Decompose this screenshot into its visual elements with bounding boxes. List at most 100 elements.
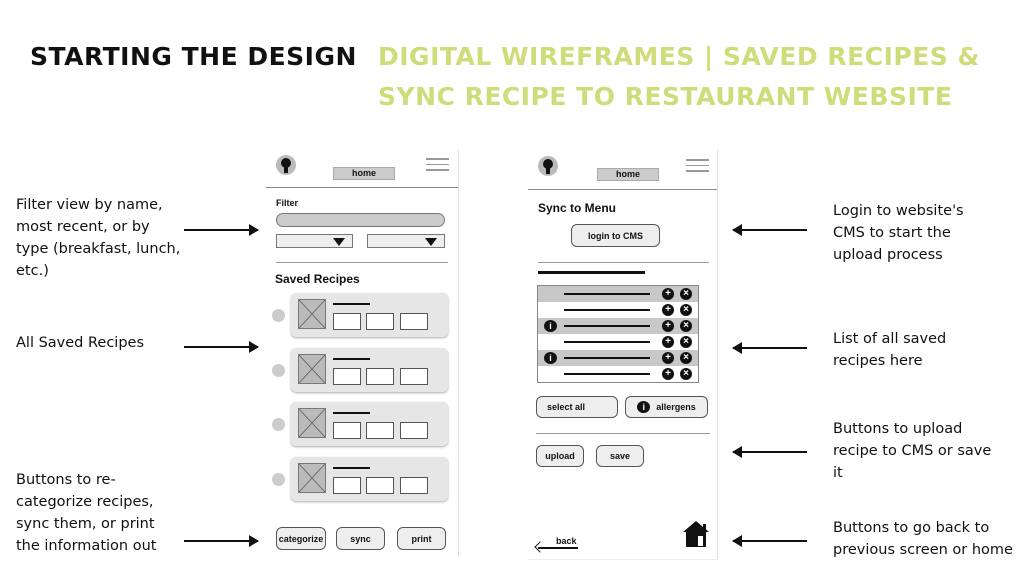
info-icon[interactable]: i (544, 352, 557, 364)
recipe-name-line (564, 357, 650, 359)
recipe-detail-box (366, 422, 394, 439)
title-main: STARTING THE DESIGN (30, 42, 357, 71)
recipe-card[interactable] (291, 293, 448, 337)
arrow-left-icon (732, 224, 807, 236)
divider (538, 262, 709, 263)
recipe-detail-box (366, 313, 394, 330)
arrow-left-icon (732, 446, 807, 458)
arrow-left-icon (732, 342, 807, 354)
recipe-detail-box (400, 368, 428, 385)
arrow-right-icon (184, 341, 259, 353)
add-icon[interactable]: + (662, 304, 674, 316)
section-heading-line (538, 271, 645, 274)
recipe-select-radio[interactable] (272, 418, 285, 431)
wireframe-sync-menu: home Sync to Menu login to CMS + × + × i… (528, 150, 718, 560)
list-item[interactable]: + × (538, 366, 698, 382)
save-button[interactable]: save (596, 445, 644, 467)
allergens-button[interactable]: i allergens (625, 396, 708, 418)
title-sub-2: SYNC RECIPE TO RESTAURANT WEBSITE (378, 82, 953, 111)
recipe-name-line (564, 309, 650, 311)
remove-icon[interactable]: × (680, 336, 692, 348)
sync-title: Sync to Menu (538, 201, 617, 215)
filter-input[interactable] (276, 213, 445, 227)
recipe-detail-box (333, 313, 361, 330)
filter-dropdown-1[interactable] (276, 234, 353, 248)
recipe-card[interactable] (291, 348, 448, 392)
divider (266, 187, 458, 188)
home-icon[interactable] (683, 520, 710, 548)
note-nav: Buttons to go back to previous screen or… (833, 520, 1013, 558)
note-saved: All Saved Recipes (16, 335, 145, 351)
recipe-card[interactable] (291, 402, 448, 446)
back-link[interactable]: back (534, 534, 578, 553)
add-icon[interactable]: + (662, 288, 674, 300)
note-buttons: Buttons to re-categorize recipes, sync t… (16, 472, 157, 554)
hamburger-menu-icon[interactable] (686, 159, 709, 176)
image-placeholder-icon (298, 354, 326, 384)
remove-icon[interactable]: × (680, 320, 692, 332)
recipe-select-radio[interactable] (272, 364, 285, 377)
recipe-name-line (564, 373, 650, 375)
back-arrow-icon (538, 547, 578, 549)
recipe-select-radio[interactable] (272, 309, 285, 322)
recipe-name-line (564, 341, 650, 343)
remove-icon[interactable]: × (680, 304, 692, 316)
recipe-name-line (564, 325, 650, 327)
recipe-title-line (333, 467, 370, 469)
remove-icon[interactable]: × (680, 288, 692, 300)
divider (276, 262, 448, 263)
recipe-name-line (564, 293, 650, 295)
note-login: Login to website's CMS to start the uplo… (833, 203, 964, 263)
list-item[interactable]: + × (538, 302, 698, 318)
back-label: back (556, 536, 577, 546)
list-item[interactable]: + × (538, 334, 698, 350)
home-link[interactable]: home (333, 167, 395, 180)
filter-dropdown-2[interactable] (367, 234, 445, 248)
saved-recipes-title: Saved Recipes (275, 272, 360, 286)
info-icon[interactable]: i (544, 320, 557, 332)
image-placeholder-icon (298, 408, 326, 438)
home-link[interactable]: home (597, 168, 659, 181)
wireframe-saved-recipes: home Filter Saved Recipes categorize syn… (266, 150, 459, 556)
recipe-select-radio[interactable] (272, 473, 285, 486)
print-button[interactable]: print (397, 527, 446, 550)
recipe-detail-box (366, 477, 394, 494)
image-placeholder-icon (298, 463, 326, 493)
list-item[interactable]: + × (538, 286, 698, 302)
remove-icon[interactable]: × (680, 352, 692, 364)
add-icon[interactable]: + (662, 320, 674, 332)
recipe-title-line (333, 303, 370, 305)
remove-icon[interactable]: × (680, 368, 692, 380)
upload-button[interactable]: upload (536, 445, 584, 467)
note-list: List of all saved recipes here (833, 331, 947, 369)
login-cms-button[interactable]: login to CMS (571, 224, 660, 247)
allergens-label: allergens (656, 402, 696, 412)
list-item[interactable]: i + × (538, 350, 698, 366)
recipe-detail-box (333, 422, 361, 439)
logo-icon[interactable] (276, 155, 296, 175)
logo-icon[interactable] (538, 156, 558, 176)
add-icon[interactable]: + (662, 336, 674, 348)
hamburger-menu-icon[interactable] (426, 158, 449, 175)
sync-button[interactable]: sync (336, 527, 385, 550)
arrow-left-icon (732, 535, 807, 547)
add-icon[interactable]: + (662, 368, 674, 380)
recipe-detail-box (366, 368, 394, 385)
info-icon: i (637, 401, 651, 413)
recipe-card[interactable] (291, 457, 448, 501)
list-item[interactable]: i + × (538, 318, 698, 334)
recipe-detail-box (400, 477, 428, 494)
recipe-list: + × + × i + × + × i + × + × (537, 285, 699, 383)
back-arrow-head-icon (534, 541, 546, 553)
select-all-button[interactable]: select all (536, 396, 618, 418)
recipe-title-line (333, 412, 370, 414)
recipe-detail-box (333, 368, 361, 385)
divider (528, 189, 717, 190)
recipe-title-line (333, 358, 370, 360)
categorize-button[interactable]: categorize (276, 527, 326, 550)
note-filter: Filter view by name, most recent, or by … (16, 197, 181, 279)
note-upload: Buttons to upload recipe to CMS or save … (833, 421, 992, 481)
arrow-right-icon (184, 535, 259, 547)
arrow-right-icon (184, 224, 259, 236)
add-icon[interactable]: + (662, 352, 674, 364)
